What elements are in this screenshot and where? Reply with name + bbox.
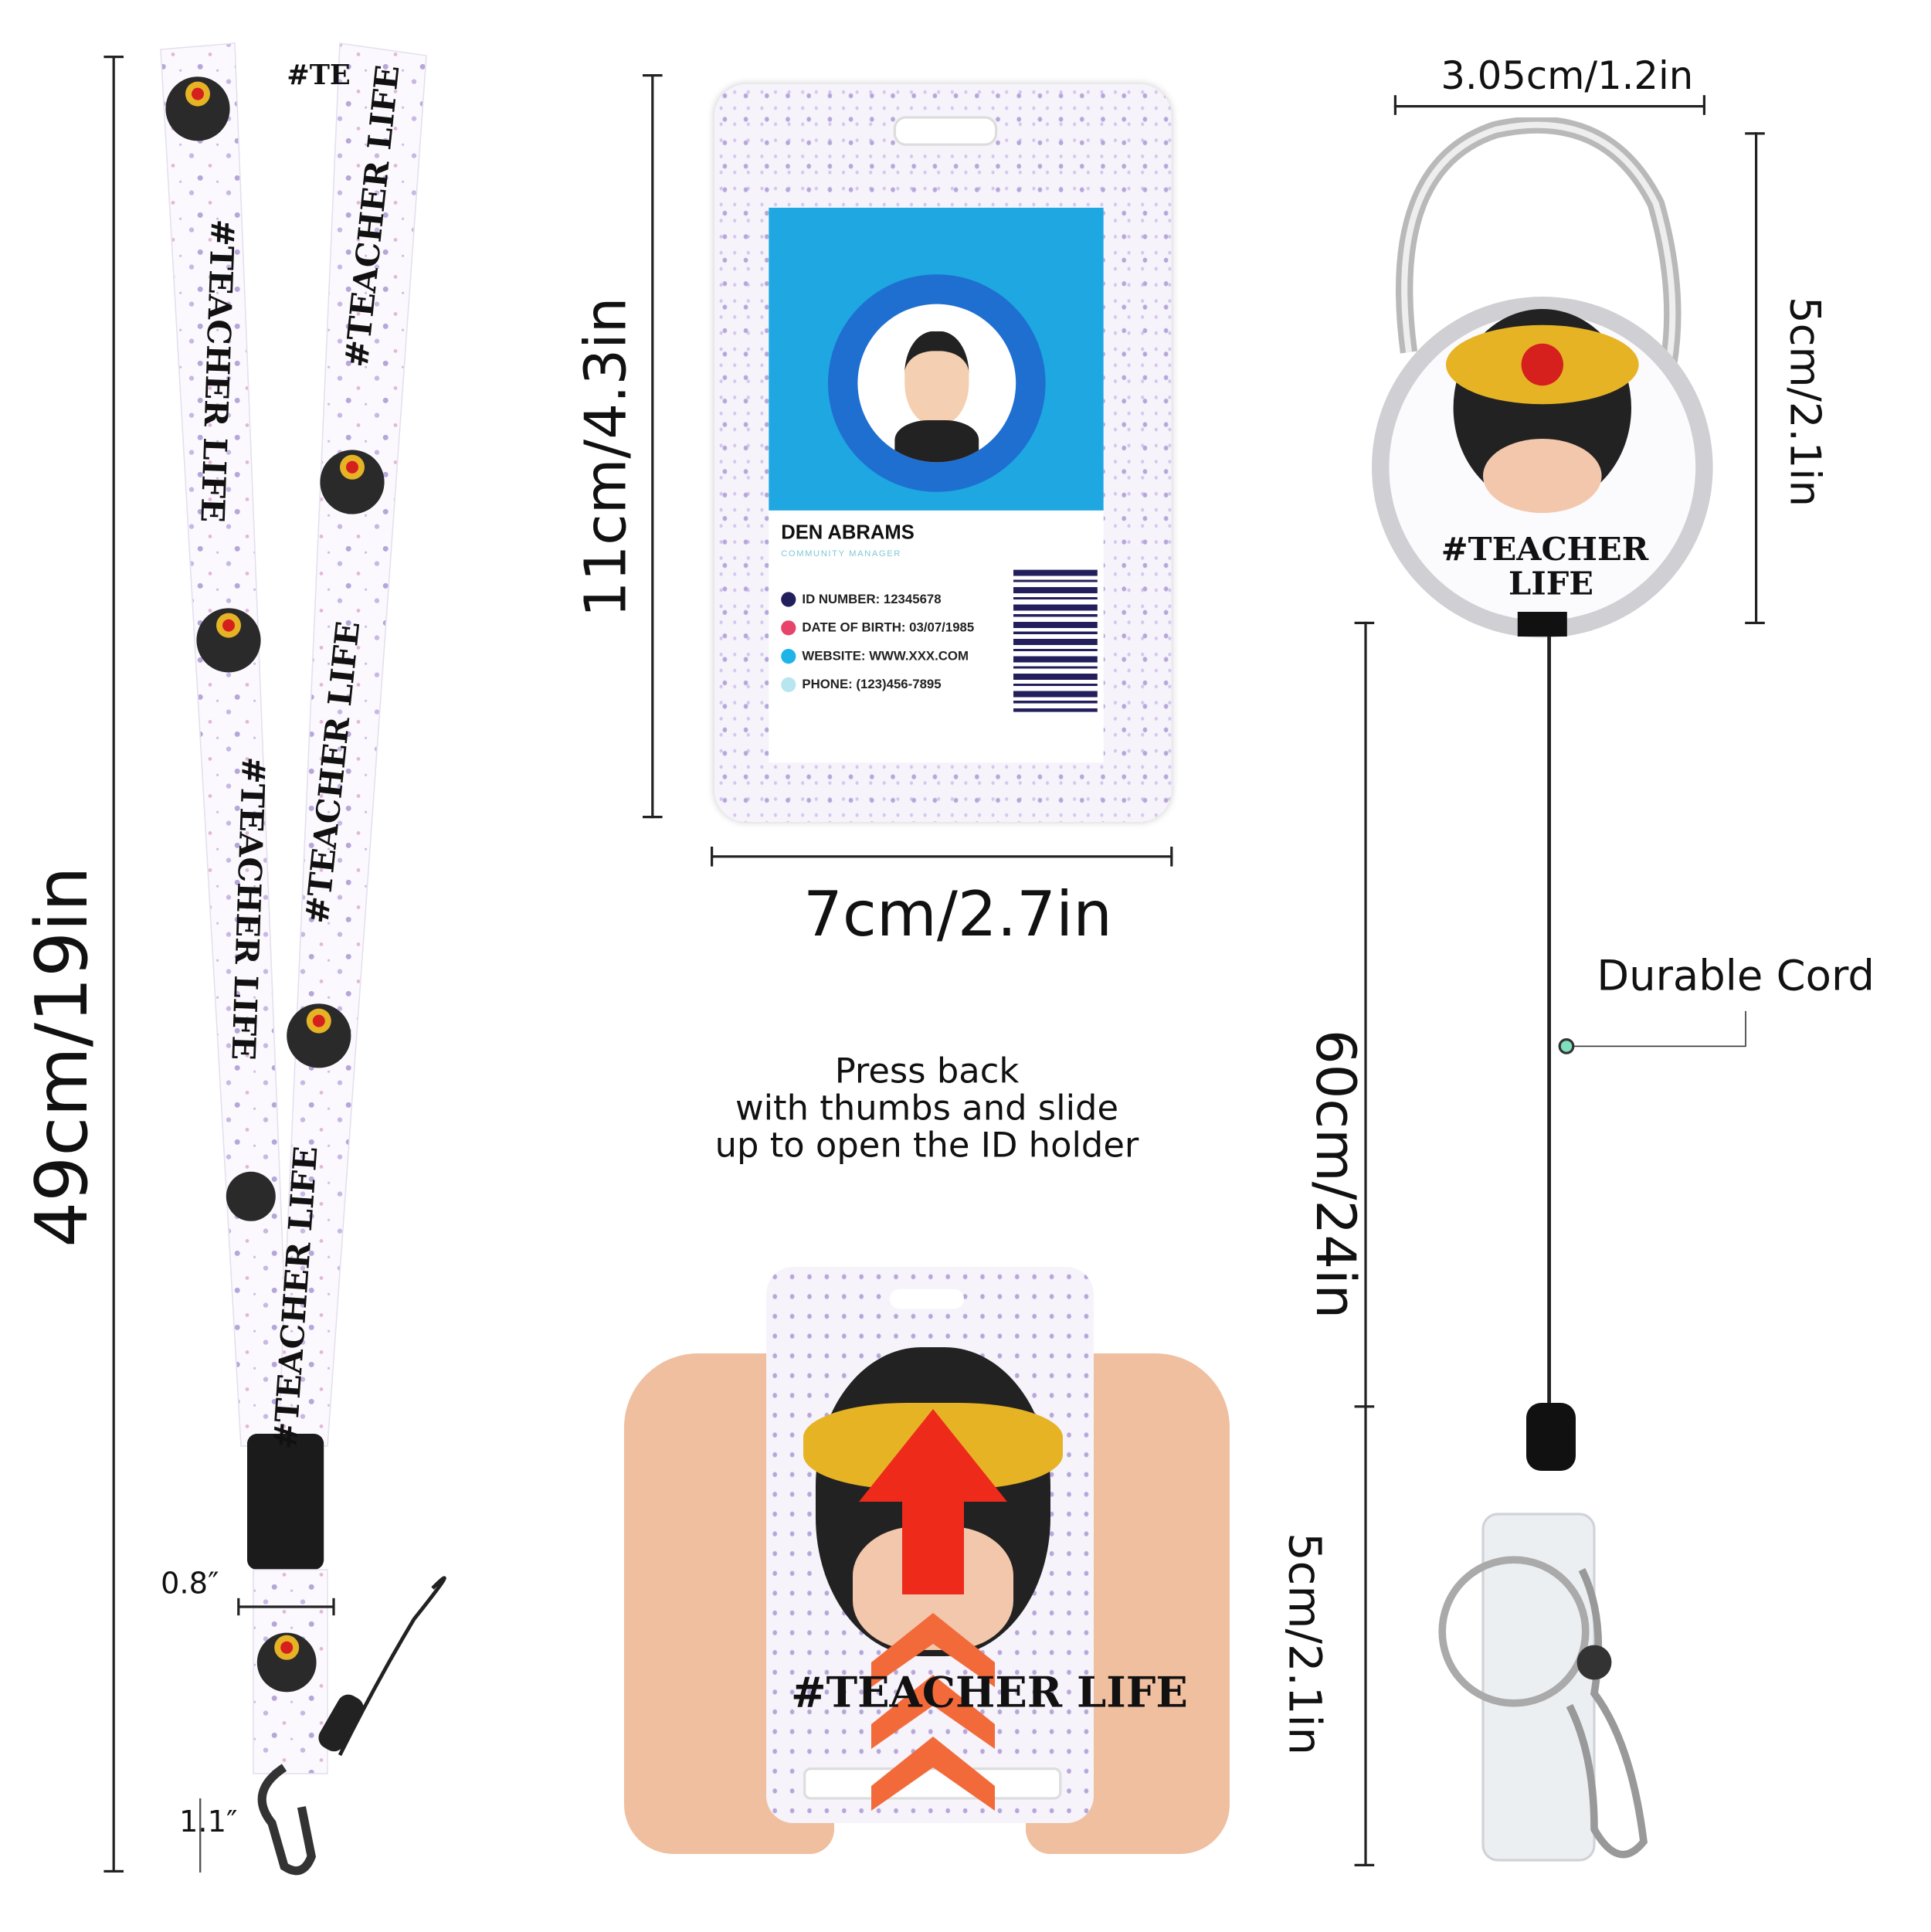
instruction-line: up to open the ID holder — [714, 1125, 1139, 1166]
slide-up-arrow-icon — [859, 1409, 1007, 1811]
id-card: DEN ABRAMS COMMUNITY MANAGER ID NUMBER: … — [769, 207, 1104, 763]
field-text: PHONE: (123)456-7895 — [802, 677, 942, 692]
reel-height-dimension-line — [1755, 132, 1758, 624]
dim-tick — [1354, 1863, 1375, 1866]
retractable-cord — [1547, 637, 1551, 1409]
lanyard-strap — [160, 42, 446, 1876]
hook-width-label: 1.1″ — [179, 1805, 238, 1839]
callout-leader — [1745, 1010, 1746, 1047]
field-text: DATE OF BIRTH: 03/07/1985 — [802, 620, 975, 636]
dim-tick — [1354, 621, 1375, 624]
bullet-icon — [781, 592, 796, 607]
card-fields: ID NUMBER: 12345678 DATE OF BIRTH: 03/07… — [781, 592, 974, 705]
card-field-website: WEBSITE: WWW.XXX.COM — [781, 649, 974, 664]
durable-cord-label: Durable Cord — [1597, 952, 1875, 1001]
bullet-icon — [781, 649, 796, 664]
card-field-dob: DATE OF BIRTH: 03/07/1985 — [781, 620, 975, 636]
reel-width-dimension-line — [1393, 105, 1705, 108]
reel-width-label: 3.05cm/1.2in — [1441, 54, 1694, 99]
bullet-icon — [781, 677, 796, 692]
avatar — [857, 304, 1016, 463]
dim-tick — [711, 847, 714, 867]
card-field-phone: PHONE: (123)456-7895 — [781, 677, 974, 692]
dim-tick — [1745, 132, 1765, 135]
instruction-line: Press back — [834, 1051, 1020, 1092]
dim-tick — [1170, 847, 1173, 867]
snap-hook — [257, 1764, 317, 1876]
dim-tick — [643, 74, 663, 77]
open-holder-print: #TEACHER LIFE — [791, 1669, 1188, 1718]
dim-tick — [1393, 95, 1396, 115]
dim-tick — [643, 816, 663, 819]
carabiner-clip — [1372, 117, 1713, 638]
lanyard-right-band — [277, 42, 427, 1447]
holder-height-dimension-line — [651, 74, 654, 819]
cord-length-label: 60cm/24in — [1303, 1029, 1366, 1319]
bullet-icon — [781, 620, 796, 636]
reel-height-label: 5cm/2.1in — [1780, 297, 1829, 507]
card-title: COMMUNITY MANAGER — [781, 550, 901, 559]
teacher-face-print — [165, 76, 230, 141]
lanyard-length-dimension-line — [112, 56, 115, 1873]
callout-leader — [1572, 1045, 1746, 1047]
key-ring-and-clip — [1438, 1403, 1648, 1862]
card-name: DEN ABRAMS — [781, 522, 915, 544]
instruction-line: with thumbs and slide — [735, 1088, 1119, 1129]
clip-length-label: 5cm/2.1in — [1278, 1533, 1329, 1755]
lanyard-width-label: 0.8″ — [161, 1566, 219, 1601]
holder-slot — [890, 1289, 964, 1309]
holder-width-label: 7cm/2.7in — [803, 878, 1112, 951]
dim-tick — [104, 1869, 124, 1873]
holder-height-label: 11cm/4.3in — [572, 297, 640, 618]
dim-tick — [104, 56, 124, 59]
holder-width-dimension-line — [711, 855, 1173, 858]
cord-length-dimension-line — [1364, 621, 1367, 1866]
lanyard-print-short: #TE — [287, 59, 351, 92]
card-field-id: ID NUMBER: 12345678 — [781, 592, 974, 607]
instructions-text: Press back with thumbs and slide up to o… — [714, 1051, 1139, 1166]
dim-tick — [1702, 95, 1705, 115]
buckle — [247, 1434, 324, 1570]
reel-print-line1: #TEACHER — [1441, 531, 1649, 569]
field-text: WEBSITE: WWW.XXX.COM — [802, 649, 969, 664]
barcode — [1013, 569, 1098, 712]
dim-tick — [1745, 621, 1765, 624]
field-text: ID NUMBER: 12345678 — [802, 592, 942, 607]
bottom-slot — [803, 1767, 1062, 1800]
dim-tick — [1354, 1405, 1375, 1408]
phone-strap — [338, 1576, 446, 1757]
holder-slot — [893, 116, 998, 146]
reel-print-line2: LIFE — [1508, 565, 1593, 603]
id-holder: DEN ABRAMS COMMUNITY MANAGER ID NUMBER: … — [714, 83, 1172, 823]
